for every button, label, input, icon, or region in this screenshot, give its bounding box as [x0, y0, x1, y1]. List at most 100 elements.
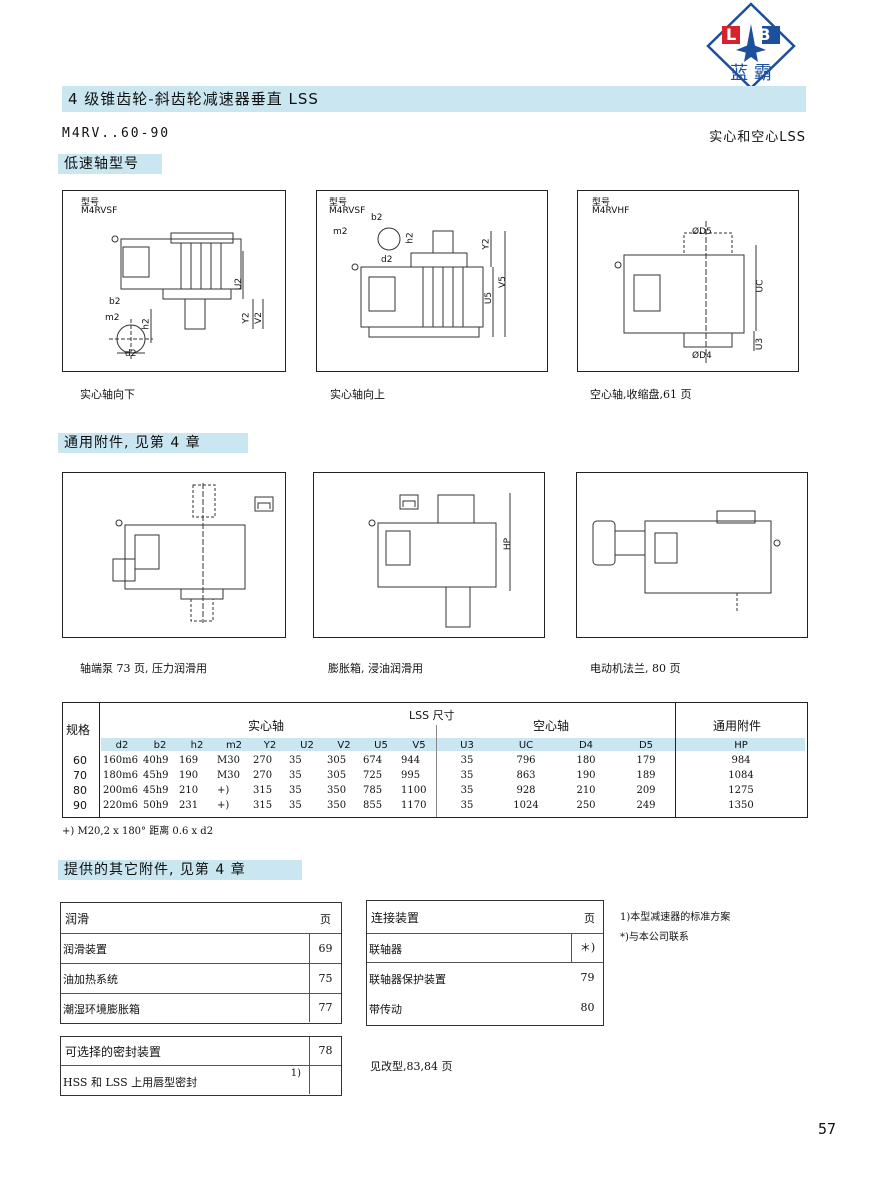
gearbox-drawing-a	[109, 232, 264, 361]
conn-header: 连接装置	[371, 911, 420, 925]
note-standard: 1)本型减速器的标准方案	[620, 912, 731, 923]
col-m2: m2	[225, 740, 243, 751]
lub-header: 润滑	[65, 912, 90, 926]
caption-motor-flange: 电动机法兰, 80 页	[590, 662, 681, 675]
seal-page: 78	[309, 1037, 341, 1065]
gearbox-drawing-c	[614, 221, 757, 363]
seal-box: 可选择的密封装置 78 HSS 和 LSS 上用唇型密封 1)	[60, 1036, 342, 1096]
table-general-header: 通用附件	[713, 719, 762, 733]
col-V5: V5	[412, 740, 426, 751]
drawing-expansion-tank: HP	[313, 472, 545, 638]
caption-expansion-tank: 膨胀箱, 浸油润滑用	[328, 662, 423, 675]
col-D5: D5	[638, 740, 654, 751]
col-HP: HP	[734, 740, 748, 751]
dim-d2: d2	[125, 349, 137, 359]
type-code: M4RVHF	[592, 206, 630, 216]
type-label: 型号	[329, 198, 348, 208]
dim-d2: d2	[381, 255, 393, 265]
dim-h2: h2	[405, 232, 416, 244]
tank-drawing	[368, 493, 511, 628]
list-item: 油加热系统 75	[61, 964, 341, 994]
logo-letters: LB	[726, 25, 793, 44]
shaft-variant: 实心和空心LSS	[709, 130, 806, 145]
col-V2: V2	[337, 740, 351, 751]
note-contact: *)与本公司联系	[620, 932, 689, 943]
list-item: HSS 和 LSS 上用唇型密封 1)	[61, 1066, 341, 1094]
flange-drawing	[592, 510, 781, 613]
col-b2: b2	[153, 740, 167, 751]
section-accessories: 通用附件, 见第 4 章	[58, 433, 248, 453]
type-code: M4RVSF	[81, 206, 118, 216]
dim-m2: m2	[333, 227, 348, 237]
gearbox-drawing-b	[351, 227, 506, 338]
logo-brand-text: 蓝 霸	[730, 63, 772, 84]
title-band	[62, 86, 806, 112]
dim-h2: h2	[141, 318, 152, 330]
col-UC: UC	[518, 740, 534, 751]
page-title: 4 级锥齿轮-斜齿轮减速器垂直 LSS	[68, 90, 319, 108]
table-size-header: 规格	[66, 723, 91, 737]
col-U3: U3	[460, 740, 474, 751]
col-d2: d2	[115, 740, 129, 751]
dim-Y2: Y2	[481, 238, 492, 250]
col-general-divider	[675, 703, 676, 817]
table-footnote: +) M20,2 x 180° 距离 0.6 x d2	[62, 826, 214, 837]
company-logo: LB 蓝 霸	[706, 2, 796, 90]
table-solid-header: 实心轴	[248, 719, 285, 733]
list-item: 带传动 80	[369, 1001, 595, 1016]
caption-hollow: 空心轴,收缩盘,61 页	[590, 388, 692, 401]
col-U2: U2	[300, 740, 314, 751]
table-title: LSS 尺寸	[409, 709, 455, 722]
col-Y2: Y2	[263, 740, 277, 751]
col-size-divider	[99, 703, 100, 817]
dim-m2: m2	[105, 313, 120, 323]
lubrication-box: 润滑 页 润滑装置 69 油加热系统 75 潮湿环境膨胀箱 77	[60, 902, 342, 1024]
drawing-solid-up: 型号 M4RVSF b2 m2 h2 d2 Y2 U5 V5	[316, 190, 548, 372]
col-D4: D4	[578, 740, 594, 751]
conn-page-header: 页	[584, 912, 595, 925]
list-item: 润滑装置 69	[61, 934, 341, 964]
col-hollow-divider	[436, 725, 437, 817]
dim-b2: b2	[371, 213, 383, 223]
list-item: 联轴器 ＊)	[367, 934, 603, 963]
page-number: 57	[818, 1120, 837, 1138]
caption-solid-up: 实心轴向上	[330, 388, 385, 401]
dim-V5: V5	[497, 276, 508, 288]
type-code: M4RVSF	[329, 206, 366, 216]
drawing-shaft-pump	[62, 472, 286, 638]
dim-U2: U2	[234, 277, 245, 291]
section-other-accessories: 提供的其它附件, 见第 4 章	[58, 860, 302, 880]
table-column-headers: d2 b2 h2 m2 Y2 U2 V2 U5 V5 U3 UC D4 D5 H…	[63, 738, 806, 753]
type-label: 型号	[592, 198, 611, 208]
drawing-motor-flange	[576, 472, 808, 638]
model-code: M4RV..60-90	[62, 126, 171, 141]
seal-header: 可选择的密封装置	[65, 1045, 162, 1059]
col-U5: U5	[374, 740, 388, 751]
drawing-solid-down: 型号 M4RVSF U2 b2 m2 h2 Y2 V2 d2	[62, 190, 286, 372]
lss-dimension-table: 规格 LSS 尺寸 实心轴 空心轴 通用附件 d2 b2 h2 m2 Y2 U2…	[62, 702, 808, 818]
dim-U5: U5	[484, 291, 495, 305]
dim-D4: ØD4	[692, 351, 712, 361]
see-modified-note: 见改型,83,84 页	[370, 1060, 453, 1073]
dim-b2: b2	[109, 297, 121, 307]
dim-UC: UC	[755, 279, 766, 293]
dim-V2: V2	[253, 312, 264, 324]
col-h2: h2	[190, 740, 204, 751]
dim-Y2: Y2	[241, 312, 252, 324]
list-item: 潮湿环境膨胀箱 77	[61, 994, 341, 1022]
dim-HP: HP	[503, 537, 514, 551]
caption-solid-down: 实心轴向下	[80, 388, 135, 401]
lub-page-header: 页	[320, 913, 331, 926]
dim-D5: ØD5	[692, 227, 712, 237]
drawing-hollow: 型号 M4RVHF ØD5 UC ØD4 U3	[577, 190, 799, 372]
section-output-shaft: 低速轴型号	[58, 154, 162, 174]
pump-drawing	[112, 483, 274, 623]
table-header-band	[101, 738, 805, 751]
type-label: 型号	[81, 198, 100, 208]
connection-box: 连接装置 页 联轴器 ＊) 联轴器保护装置 79 带传动 80	[366, 900, 604, 1026]
dim-U3: U3	[755, 337, 766, 351]
